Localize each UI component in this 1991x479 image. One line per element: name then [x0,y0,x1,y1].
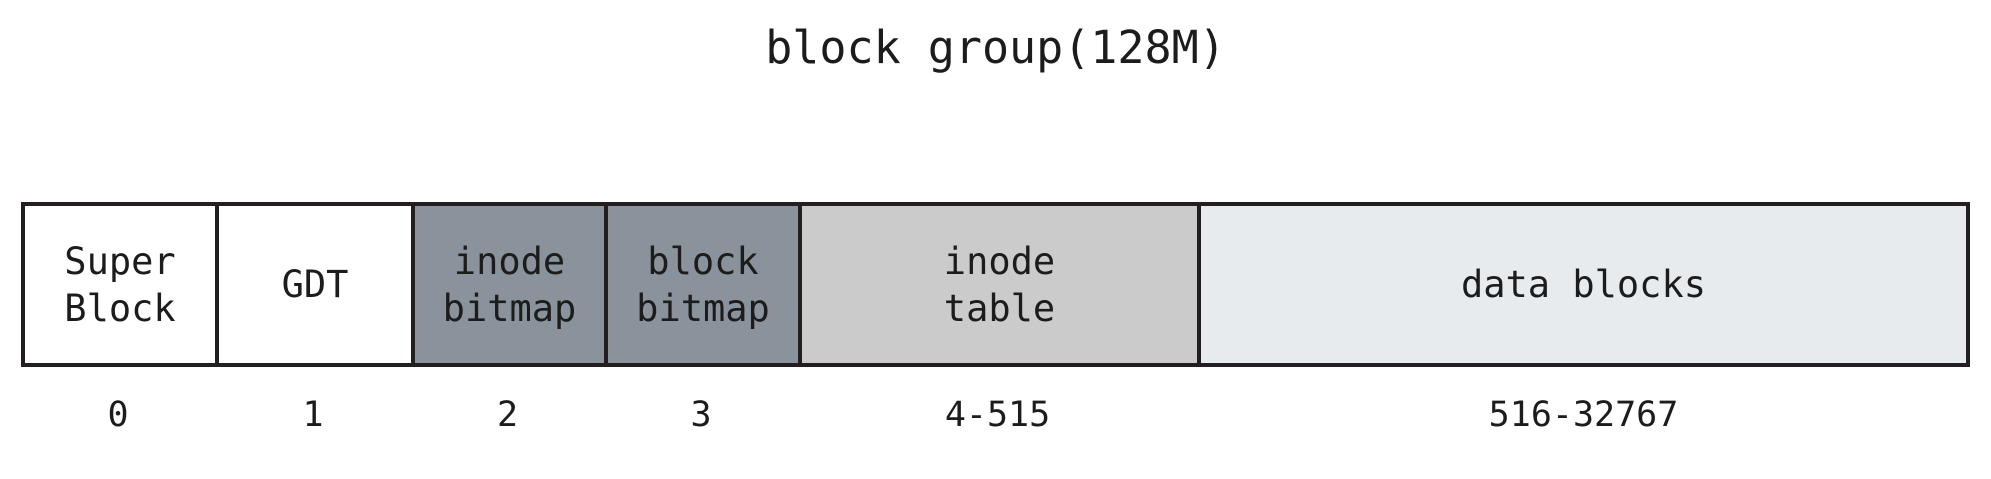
segment-inode-table: inode table [802,206,1201,363]
segment-label-inode-bitmap: inode bitmap [442,239,577,330]
segment-data-blocks: data blocks [1201,206,1966,363]
segment-label-inode-table: inode table [943,239,1056,330]
segment-label-block-bitmap: block bitmap [636,239,770,330]
segment-label-gdt: GDT [281,263,349,306]
segment-super-block: Super Block [25,206,219,363]
block-number-inode-table: 4-515 [944,395,1051,435]
segment-block-bitmap: block bitmap [608,206,802,363]
block-number-inode-bitmap: 2 [496,395,519,435]
segment-inode-bitmap: inode bitmap [415,206,608,363]
block-number-super-block: 0 [107,395,129,435]
block-group-bar: Super Block GDT inode bitmap block bitma… [21,202,1970,367]
block-number-block-bitmap: 3 [690,395,712,435]
block-number-data-blocks: 516-32767 [1488,395,1679,435]
segment-label-super-block: Super Block [64,239,176,330]
block-number-axis: 0 1 2 3 4-515 516-32767 [21,392,1970,452]
block-number-gdt: 1 [302,395,324,435]
segment-gdt: GDT [219,206,415,363]
page-title: block group(128M) [765,21,1226,74]
segment-label-data-blocks: data blocks [1460,263,1707,306]
